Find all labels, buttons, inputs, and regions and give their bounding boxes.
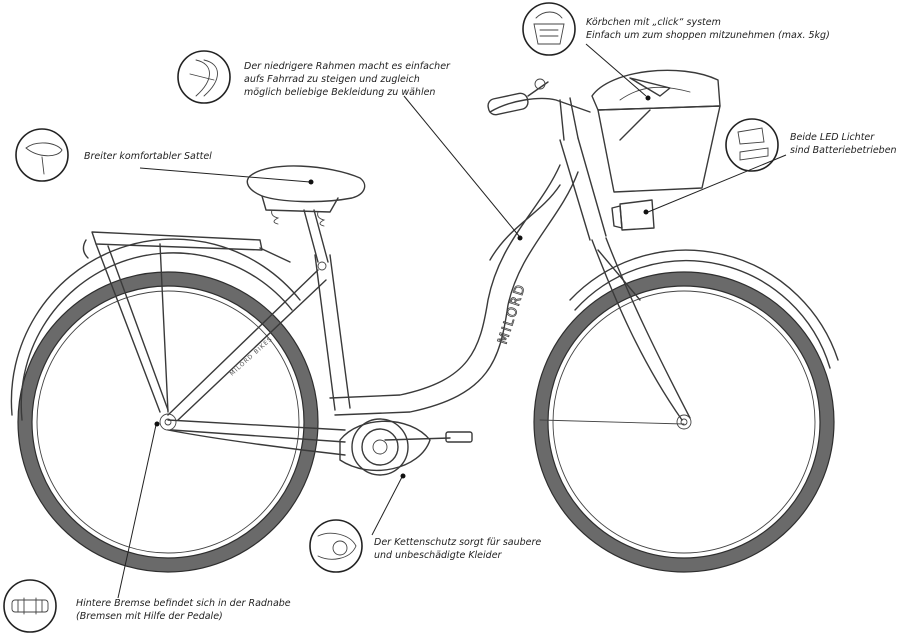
callout-brake: Hintere Bremse befindet sich in der Radn… — [76, 598, 291, 622]
frame-text-line3: möglich beliebige Bekleidung zu wählen — [244, 87, 435, 98]
frame-text-line1: Der niedrigere Rahmen macht es einfacher — [244, 61, 451, 72]
saddle-text-line1: Breiter komfortabler Sattel — [84, 151, 212, 162]
basket-text-line2: Einfach um zum shoppen mitzunehmen (max.… — [586, 30, 830, 41]
callout-saddle: Breiter komfortabler Sattel — [84, 151, 212, 162]
callout-chainguard: Der Kettenschutz sorgt für saubere und u… — [374, 537, 541, 561]
callout-basket: Körbchen mit „click“ system Einfach um z… — [586, 17, 830, 41]
lights-text-line1: Beide LED Lichter — [790, 132, 875, 143]
chainguard-text-line2: und unbeschädigte Kleider — [374, 550, 503, 561]
frame-brand-text: MILORD — [496, 282, 530, 347]
leader-lines — [117, 43, 787, 599]
frame-icon — [177, 50, 231, 104]
rear-wheel — [17, 271, 319, 573]
basket-text-line1: Körbchen mit „click“ system — [586, 17, 721, 28]
front-basket — [591, 69, 721, 193]
callout-frame: Der niedrigere Rahmen macht es einfacher… — [244, 61, 451, 98]
basket-icon — [522, 2, 576, 56]
lights-text-line2: sind Batteriebetrieben — [790, 145, 897, 156]
fenders — [10, 238, 839, 421]
frame-text-line2: aufs Fahrrad zu steigen und zugleich — [244, 74, 420, 85]
brake-text-line2: (Bremsen mit Hilfe der Pedale) — [76, 611, 223, 622]
chainstay-brand-text: MILORD BIKES — [229, 336, 274, 378]
rear-hub-icon — [3, 579, 57, 633]
brake-text-line1: Hintere Bremse befindet sich in der Radn… — [76, 598, 291, 609]
drivetrain — [167, 418, 473, 476]
saddle-icon — [15, 128, 69, 182]
rear-rack — [82, 231, 291, 413]
callout-lights: Beide LED Lichter sind Batteriebetrieben — [790, 132, 897, 156]
front-wheel — [533, 271, 835, 573]
led-light-icon — [725, 118, 779, 172]
handlebar — [487, 78, 591, 141]
chainguard-icon — [309, 519, 363, 573]
chainguard-text-line1: Der Kettenschutz sorgt für saubere — [374, 537, 541, 548]
saddle — [246, 165, 366, 227]
front-led-light — [611, 199, 655, 231]
bike-frame — [167, 137, 691, 443]
